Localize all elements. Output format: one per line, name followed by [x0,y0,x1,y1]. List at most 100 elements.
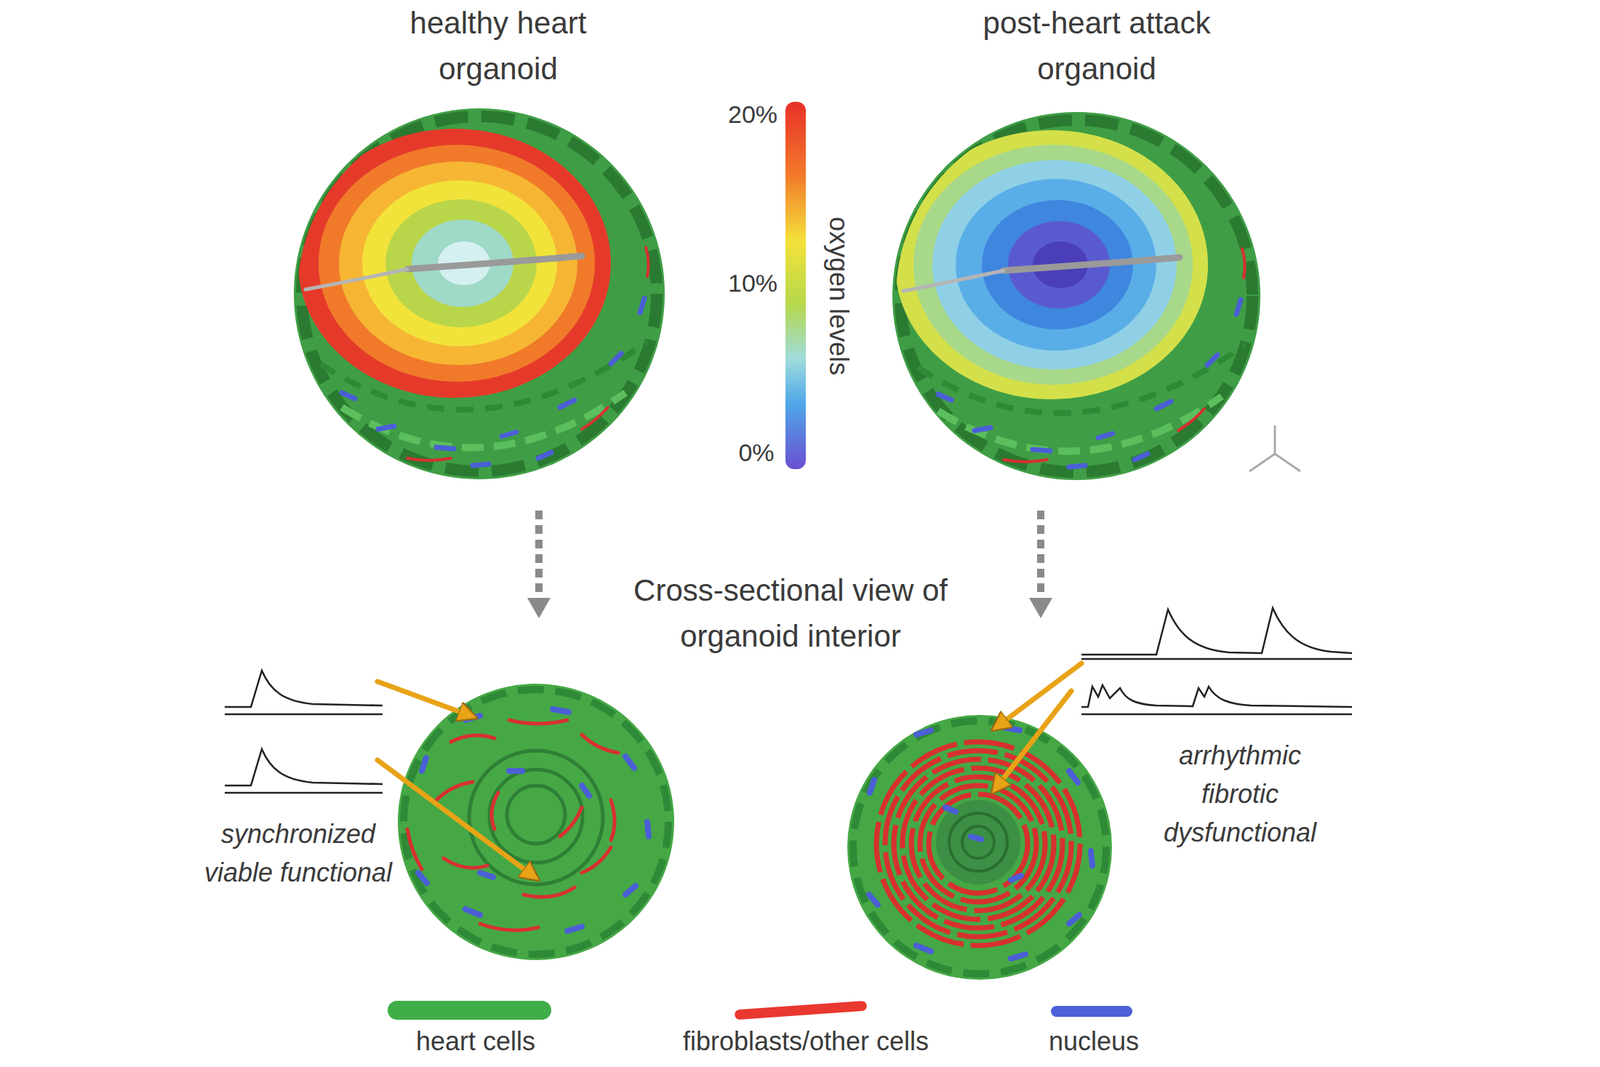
healthy-organoid-part [581,407,608,430]
post-heart-attack-cross-section-part [876,741,1080,946]
post-heart-attack-cross-section-part [916,945,931,952]
dashed-arrow-head-part [1029,597,1053,619]
post-heart-attack-organoid-part [1242,248,1246,278]
calcium-trace-part [1081,685,1352,707]
oxygen-color-bar-part [785,101,806,470]
dashed-arrow-head-part [527,597,551,619]
post-heart-attack-cross-section-part [885,750,1072,937]
post-heart-attack-organoid-part [1134,453,1148,460]
post-heart-attack-cross-section-part [962,826,995,859]
healthy-organoid-part [341,298,645,466]
healthy-organoid-part [298,128,611,398]
healthy-organoid-part [407,256,582,270]
scale-tick: 20% [720,98,786,131]
healthy-cross-section-part [610,800,615,840]
post-heart-attack-cross-section-part [847,714,1112,980]
legend-swatch [387,1000,552,1020]
state-note: synchronized viable functional [200,814,397,892]
post-heart-attack-organoid-part [1098,433,1113,438]
healthy-cross-section [397,683,675,960]
post-heart-attack-organoid-part [895,130,1208,400]
healthy-cross-section-part [450,735,495,742]
healthy-organoid-part [407,458,451,461]
post-heart-attack-cross-section-part [916,730,931,735]
post-heart-attack-cross-section-part [1003,727,1020,731]
healthy-cross-section-part [491,792,499,830]
post-heart-attack-organoid-part [938,394,952,400]
post-heart-attack-cross-section-part [1069,914,1080,924]
post-heart-attack-cross-section-part [911,776,1046,911]
post-heart-attack-organoid-part [1178,408,1205,431]
post-heart-attack-cross-section-part [869,779,875,793]
healthy-cross-section-part [480,923,539,931]
state-note: arrhythmic fibrotic dysfunctional [1141,736,1339,852]
scale-axis-label: oxygen levels [822,216,855,376]
healthy-cross-section-part [480,872,494,878]
healthy-organoid-part [318,144,595,382]
post-heart-attack-organoid-part [913,144,1193,385]
dashed-arrow-part [535,510,543,598]
legend-label: fibroblasts/other cells [682,1025,929,1058]
healthy-cross-section-part [509,768,523,774]
post-heart-attack-cross-section-part [945,807,956,812]
healthy-organoid-part [501,432,517,437]
post-heart-attack-organoid-part [1003,257,1180,271]
post-heart-attack-organoid-part [895,130,1208,400]
post-heart-attack-cross-section-part [853,720,1107,974]
post-heart-attack-cross-section-part [949,813,1008,872]
healthy-organoid-part [436,447,454,449]
post-heart-attack-cross-section-part [920,785,1037,902]
healthy-cross-section-part [407,720,619,931]
calcium-trace-part [224,713,383,716]
healthy-organoid-part [645,247,649,277]
post-heart-attack-cross-section-part [949,813,1008,872]
post-heart-attack-cross-section-part [869,727,1093,959]
axis-icon-part [1274,453,1301,472]
callout-arrow-part [377,681,475,718]
axis-icon [1249,425,1301,472]
calcium-trace-part [1081,608,1352,655]
dashed-arrow-part [1037,510,1045,598]
healthy-organoid-part [407,247,649,461]
healthy-cross-section-part [418,709,649,931]
axis-icon-part [1274,425,1277,454]
callout-arrow [377,663,1082,879]
legend-swatch [734,1000,868,1021]
section-heading: Cross-sectional view of organoid interio… [586,567,995,659]
scale-tick: 10% [720,266,786,299]
post-heart-attack-organoid-part [974,427,991,431]
calcium-trace-part [1081,713,1352,716]
post-heart-attack-cross-section-part [970,836,982,840]
post-heart-attack-cross-section-part [1010,875,1022,880]
post-heart-attack-organoid-part [1069,465,1086,467]
post-heart-attack-organoid-part [903,270,1004,291]
healthy-organoid-part [538,452,552,459]
scale-tick: 0% [727,436,786,469]
healthy-cross-section-part [506,785,566,844]
healthy-cross-section-part [469,750,603,885]
healthy-cross-section-part [465,909,480,915]
healthy-organoid [293,108,665,480]
healthy-organoid-part [378,426,395,430]
post-heart-attack-cross-section-part [902,768,1054,920]
axis-icon-part [1249,453,1275,472]
legend-label: nucleus [1048,1025,1139,1058]
post-heart-attack-cross-section-part [928,794,1028,894]
post-heart-attack-organoid [892,112,1261,480]
healthy-organoid-part [560,400,575,408]
legend-swatch [1050,1005,1133,1017]
healthy-cross-section-part [581,847,611,873]
healthy-cross-section-part [407,829,422,870]
healthy-cross-section-part [421,757,427,771]
healthy-organoid-part [640,298,645,313]
post-heart-attack-organoid-part [1003,248,1246,462]
healthy-organoid-part [472,464,489,466]
post-heart-attack-organoid-part [1032,449,1051,451]
healthy-cross-section-part [581,734,619,753]
post-heart-attack-cross-section-part [936,800,1021,885]
post-heart-attack-cross-section-part [1010,954,1026,959]
post-heart-attack-cross-section-part [876,741,1080,946]
healthy-organoid-part [341,392,626,448]
healthy-cross-section-part [625,885,636,895]
